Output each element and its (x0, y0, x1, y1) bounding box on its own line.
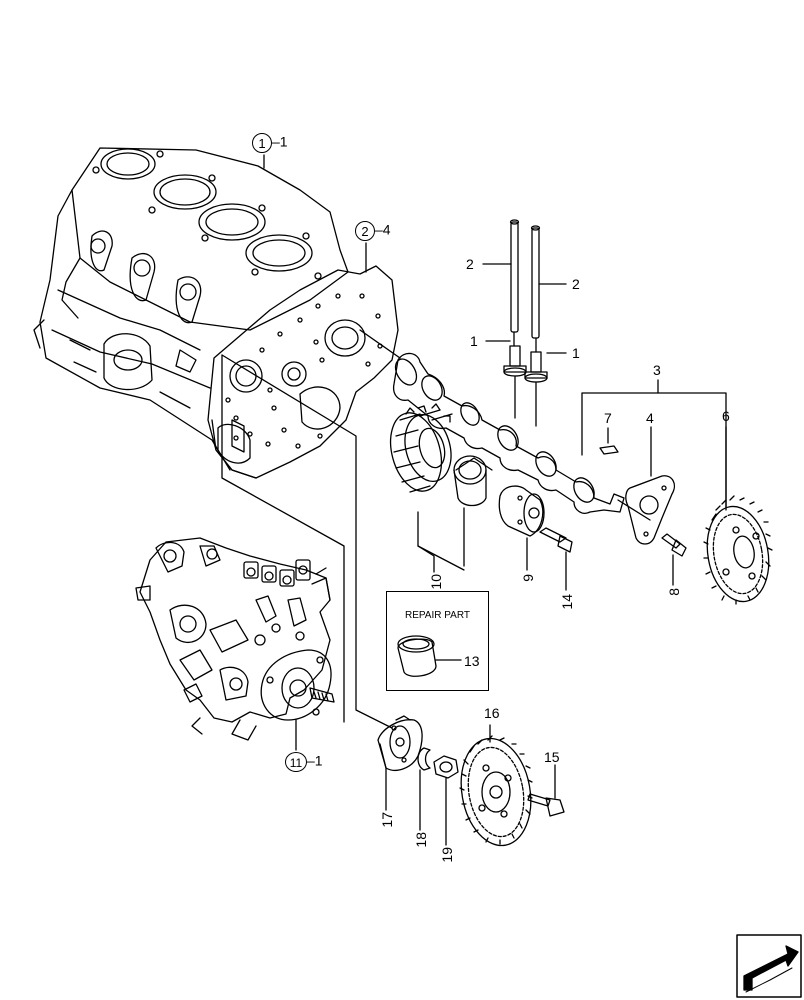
bolt-8 (661, 533, 687, 586)
repair-bushing (397, 635, 462, 677)
label-bolt-15: 15 (544, 749, 560, 765)
callout-gear-case-plate: 2–4 (355, 221, 391, 241)
callout-injection-pump: 11–1 (285, 752, 323, 772)
camshaft (392, 352, 625, 514)
label-ring-18: 18 (413, 832, 429, 848)
circled-ref: 2 (355, 221, 375, 241)
circled-ref: 1 (252, 133, 272, 153)
idler-gear (389, 403, 453, 493)
label-bushing: 13 (464, 653, 480, 669)
label-bolt-8: 8 (666, 588, 682, 596)
label-key: 7 (604, 410, 612, 426)
bolt-14 (539, 527, 573, 591)
label-hub-17: 17 (379, 812, 395, 828)
label-thrust-plate: 4 (646, 410, 654, 426)
label-bolt-14: 14 (559, 594, 575, 610)
pump-group-line-right (221, 354, 393, 729)
idler-shaft (498, 485, 545, 537)
thrust-plate (625, 475, 676, 545)
key-part (599, 445, 619, 455)
injection-pump (135, 537, 335, 741)
push-rods (509, 219, 541, 353)
next-page-button[interactable] (736, 934, 802, 998)
repair-part-title: REPAIR PART (404, 610, 470, 621)
callout-suffix: –1 (307, 752, 323, 769)
label-idler-shaft: 9 (520, 574, 536, 582)
cam-gear (703, 495, 773, 605)
label-gear-16: 16 (484, 705, 500, 721)
idler-bracket-left (417, 511, 435, 573)
key-ring-18 (417, 747, 431, 771)
engine-block (33, 147, 349, 479)
nut-19 (433, 755, 459, 779)
callout-engine-block: 1–1 (252, 133, 288, 153)
label-tappet-left: 1 (470, 333, 478, 349)
gear-case-plate (207, 265, 399, 479)
bolt-15 (527, 764, 565, 817)
page-turn-arrow-icon (736, 934, 802, 998)
label-nut-19: 19 (439, 847, 455, 863)
label-cam-gear: 6 (722, 408, 730, 424)
callout-suffix: –4 (375, 221, 391, 238)
drive-gear-16 (459, 735, 533, 847)
label-tappet-right: 1 (572, 345, 580, 361)
repair-part-box: REPAIR PART (386, 591, 489, 691)
label-idler-set: 10 (428, 574, 444, 590)
label-push-rod-left: 2 (466, 256, 474, 272)
idler-bushing (453, 455, 493, 507)
label-push-rod-right: 2 (572, 276, 580, 292)
circled-ref: 11 (285, 752, 307, 772)
callout-suffix: –1 (272, 133, 288, 150)
pump-group-line-left (221, 354, 345, 723)
pump-hub (377, 715, 423, 771)
label-camshaft-assembly: 3 (653, 362, 661, 378)
tappets (503, 345, 548, 427)
